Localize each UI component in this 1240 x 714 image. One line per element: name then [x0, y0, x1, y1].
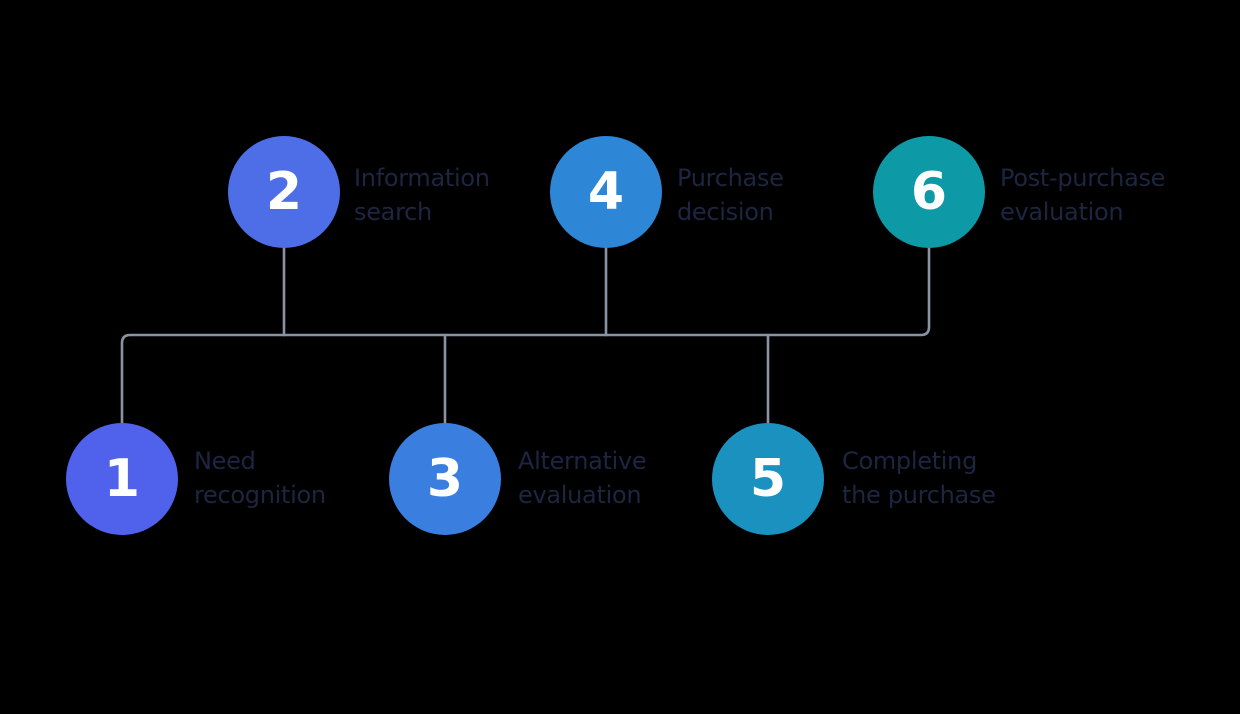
step-6-label: Post-purchase evaluation	[1000, 161, 1190, 229]
step-2-number: 2	[265, 162, 303, 222]
step-5-label-line-1: Completing	[842, 447, 978, 475]
step-1-label: Need recognition	[194, 444, 384, 512]
step-3-label-line-2: evaluation	[518, 481, 642, 509]
step-5-label-line-2: the purchase	[842, 481, 996, 509]
step-1-number: 1	[103, 449, 141, 509]
step-2-number-circle: 2	[228, 136, 340, 248]
step-6-label-line-1: Post-purchase	[1000, 164, 1166, 192]
step-5-number: 5	[749, 449, 787, 509]
step-5-label: Completing the purchase	[842, 444, 1032, 512]
step-1-label-line-2: recognition	[194, 481, 326, 509]
step-2-label: Information search	[354, 161, 544, 229]
step-3-number: 3	[426, 449, 464, 509]
step-5-number-circle: 5	[712, 423, 824, 535]
step-4-number-circle: 4	[550, 136, 662, 248]
step-6-label-line-2: evaluation	[1000, 198, 1124, 226]
step-4-number: 4	[587, 162, 625, 222]
step-2-label-line-1: Information	[354, 164, 490, 192]
step-4-label: Purchase decision	[677, 161, 867, 229]
step-1-label-line-1: Need	[194, 447, 256, 475]
step-6-number: 6	[910, 162, 948, 222]
step-3-label-line-1: Alternative	[518, 447, 647, 475]
step-4-label-line-2: decision	[677, 198, 774, 226]
step-2-label-line-2: search	[354, 198, 432, 226]
step-4-label-line-1: Purchase	[677, 164, 784, 192]
step-3-label: Alternative evaluation	[518, 444, 708, 512]
step-1-number-circle: 1	[66, 423, 178, 535]
timeline-main-line	[120, 246, 931, 425]
step-3-number-circle: 3	[389, 423, 501, 535]
step-6-number-circle: 6	[873, 136, 985, 248]
